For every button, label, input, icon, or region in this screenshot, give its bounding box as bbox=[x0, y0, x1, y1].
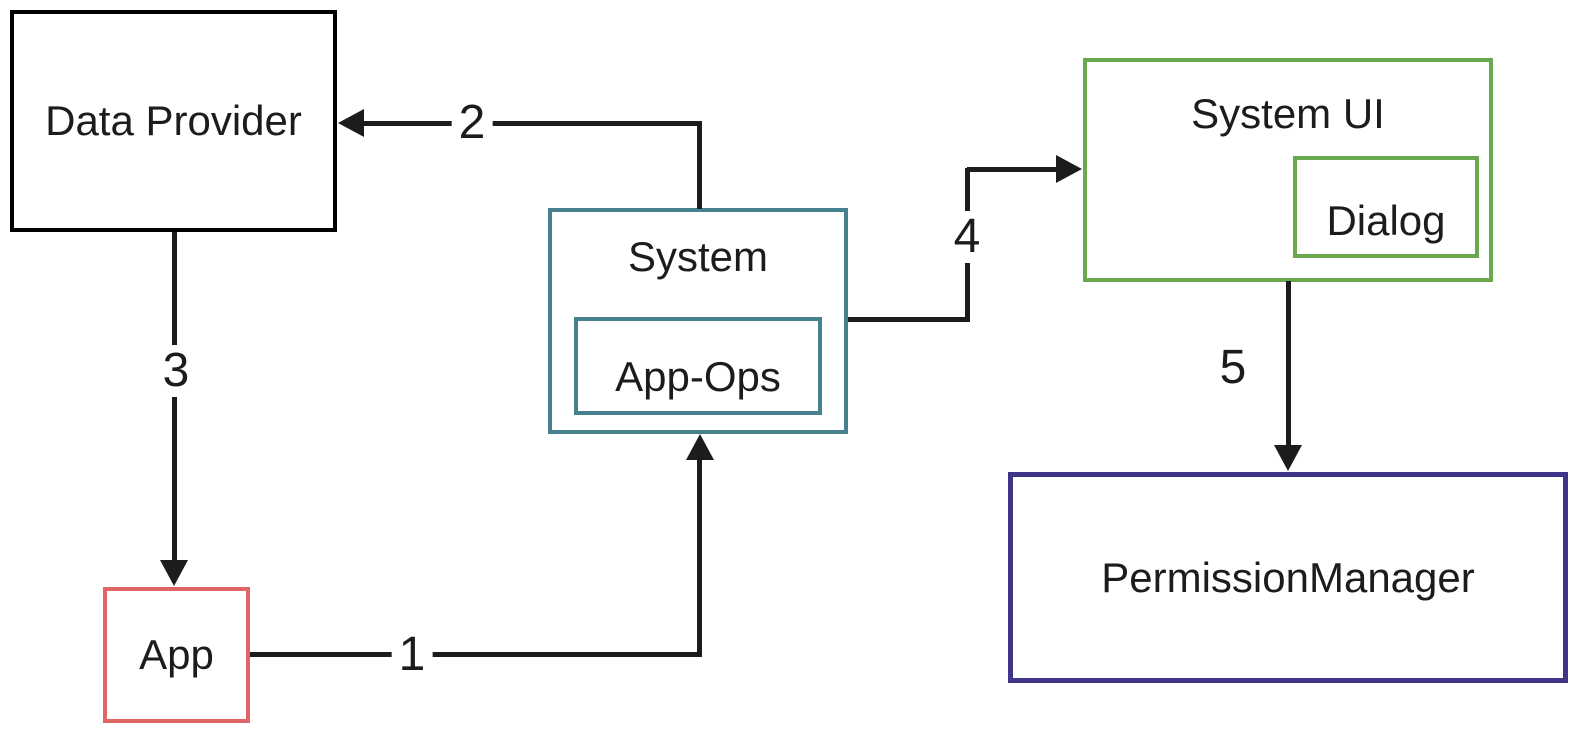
node-system-ui: System UI Dialog bbox=[1083, 58, 1493, 282]
arrow-2-segment-vertical bbox=[697, 121, 702, 209]
node-permission-manager: PermissionManager bbox=[1008, 472, 1568, 683]
arrow-4-segment-horizontal-lower bbox=[848, 317, 970, 322]
arrow-5-segment-vertical bbox=[1286, 281, 1291, 449]
edge-label-5: 5 bbox=[1212, 342, 1254, 394]
node-data-provider-label: Data Provider bbox=[45, 97, 302, 144]
node-dialog: Dialog bbox=[1293, 156, 1479, 258]
arrow-2-segment-horizontal bbox=[358, 121, 702, 126]
arrow-1-head-up-icon bbox=[686, 434, 714, 460]
arrow-3-head-down-icon bbox=[160, 560, 188, 586]
arrow-1-segment-vertical bbox=[697, 452, 702, 657]
node-app-ops-label: App-Ops bbox=[615, 353, 781, 400]
node-app: App bbox=[103, 587, 250, 723]
arrow-2-head-left-icon bbox=[338, 109, 364, 137]
node-permission-manager-label: PermissionManager bbox=[1101, 553, 1475, 601]
node-data-provider: Data Provider bbox=[10, 10, 337, 232]
node-dialog-label: Dialog bbox=[1326, 197, 1446, 244]
arrow-5-head-down-icon bbox=[1274, 445, 1302, 471]
edge-label-3: 3 bbox=[155, 345, 197, 397]
arrow-3-segment-vertical bbox=[172, 232, 177, 562]
node-system: System App-Ops bbox=[548, 208, 848, 434]
node-app-ops: App-Ops bbox=[574, 317, 822, 415]
arrow-4-head-right-icon bbox=[1056, 155, 1082, 183]
node-app-label: App bbox=[139, 631, 214, 678]
edge-label-1: 1 bbox=[391, 629, 433, 681]
edge-label-4: 4 bbox=[946, 211, 988, 263]
arrow-4-segment-horizontal-upper bbox=[967, 167, 1059, 172]
edge-label-2: 2 bbox=[451, 97, 493, 149]
node-system-ui-label: System UI bbox=[1191, 90, 1385, 137]
node-system-label: System bbox=[627, 233, 769, 280]
arrow-1-segment-horizontal bbox=[250, 652, 702, 657]
